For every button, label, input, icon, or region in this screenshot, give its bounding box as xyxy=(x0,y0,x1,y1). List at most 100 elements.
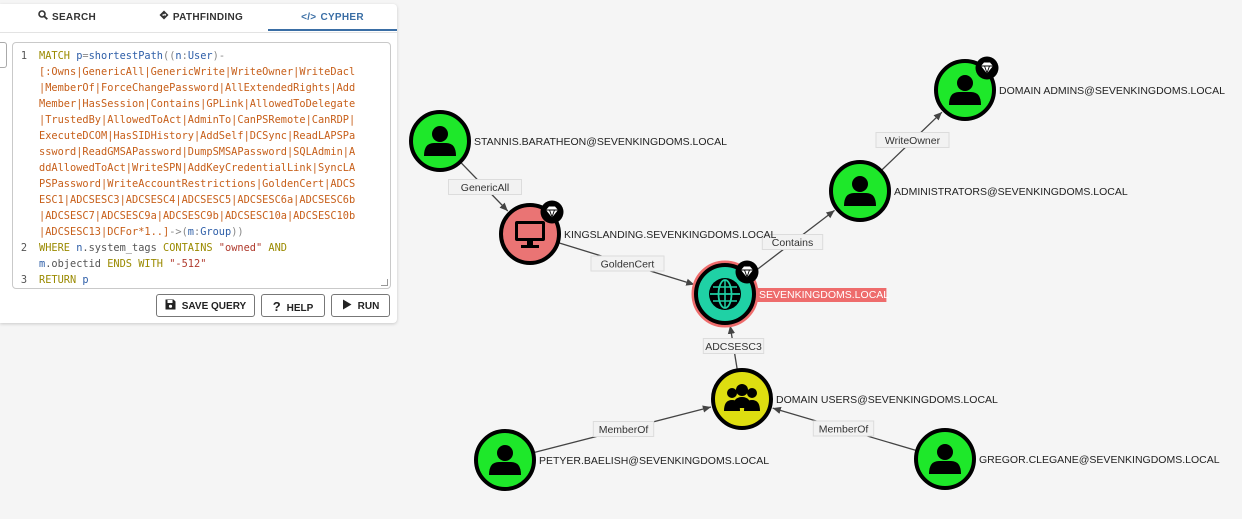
code-token: ExecuteDCOM|HasSIDHistory|AddSelf|DCSync… xyxy=(39,130,356,142)
code-token: n xyxy=(175,50,182,62)
code-token: |MemberOf|ForceChangePassword|AllExtende… xyxy=(39,82,356,94)
code-token: ENDS WITH xyxy=(107,258,170,270)
cypher-query-editor[interactable]: 1 2 3 MATCH p=shortestPath((n:User)-[:Ow… xyxy=(12,42,391,289)
edge-label-bg xyxy=(592,421,655,437)
monitor-icon xyxy=(515,221,545,248)
line-number: 3 xyxy=(20,274,28,286)
tab-cypher[interactable]: </>CYPHER xyxy=(268,4,397,31)
node-domainusers[interactable]: DOMAIN USERS@SEVENKINGDOMS.LOCAL xyxy=(711,368,998,430)
code-token: = xyxy=(82,50,89,62)
user-icon xyxy=(929,444,961,474)
node-gregor[interactable]: GREGOR.CLEGANE@SEVENKINGDOMS.LOCAL xyxy=(914,428,1220,490)
node-label: SEVENKINGDOMS.LOCAL xyxy=(759,289,889,301)
code-token: AND xyxy=(268,242,288,254)
panel-collapse-handle[interactable] xyxy=(0,42,7,68)
group-icon xyxy=(724,384,760,411)
code-token: n xyxy=(76,242,83,254)
search-icon xyxy=(38,4,48,31)
save-query-button[interactable]: SAVE QUERY xyxy=(156,294,255,317)
tab-search[interactable]: SEARCH xyxy=(0,4,134,31)
code-token: shortestPath xyxy=(88,50,164,62)
tab-pathfinding[interactable]: PATHFINDING xyxy=(134,4,268,31)
code-token: CONTAINS xyxy=(163,242,219,254)
edge-label: GoldenCert xyxy=(601,259,655,271)
edge-label-bg xyxy=(812,420,875,437)
code-token: .objectid xyxy=(45,258,108,270)
edge-label-bg xyxy=(590,255,665,272)
edge-adcsesc3[interactable]: ADCSESC3 xyxy=(702,325,765,371)
edge-label-bg xyxy=(761,234,824,250)
edge-writeowner[interactable]: WriteOwner xyxy=(875,111,950,172)
code-token: RETURN xyxy=(39,274,83,286)
code-line: |MemberOf|ForceChangePassword|AllExtende… xyxy=(39,80,389,96)
edge-label-bg xyxy=(702,338,765,354)
run-label: RUN xyxy=(357,301,380,312)
help-button[interactable]: ?HELP xyxy=(261,294,325,317)
code-token: Member|HasSession|Contains|GPLink|Allowe… xyxy=(39,98,356,110)
save-query-label: SAVE QUERY xyxy=(181,301,247,312)
code-line: ssword|ReadGMSAPassword|DumpSMSAPassword… xyxy=(39,144,389,160)
edge-contains[interactable]: Contains xyxy=(747,209,835,277)
gem-icon xyxy=(540,200,564,224)
code-line: ExecuteDCOM|HasSIDHistory|AddSelf|DCSync… xyxy=(39,128,389,144)
question-icon: ? xyxy=(272,299,281,314)
gem-icon xyxy=(735,260,759,284)
edge-memberof[interactable]: MemberOf xyxy=(772,406,918,452)
code-line: |ADCSESC7|ADCSESC9a|ADCSESC9b|ADCSESC10a… xyxy=(39,208,389,224)
code-token: "-512" xyxy=(169,258,207,270)
code-token: |ADCSESC13|DCFor*1..] xyxy=(39,226,170,238)
diamond-route-icon xyxy=(159,4,169,31)
edge-label-bg xyxy=(448,179,522,195)
code-token: (( xyxy=(163,50,176,62)
code-token: Group xyxy=(200,226,232,238)
node-label: DOMAIN ADMINS@SEVENKINGDOMS.LOCAL xyxy=(999,85,1225,97)
line-number: 1 xyxy=(20,50,28,62)
resize-handle[interactable] xyxy=(381,279,388,286)
code-line: [:Owns|GenericAll|GenericWrite|WriteOwne… xyxy=(39,64,389,80)
node-label-highlight xyxy=(757,288,887,302)
code-line: m.objectid ENDS WITH "-512" xyxy=(39,256,389,272)
code-token: WHERE xyxy=(39,242,77,254)
node-stannis[interactable]: STANNIS.BARATHEON@SEVENKINGDOMS.LOCAL xyxy=(409,110,727,172)
query-code[interactable]: MATCH p=shortestPath((n:User)-[:Owns|Gen… xyxy=(39,48,389,288)
floppy-disk-icon xyxy=(165,295,176,318)
user-icon xyxy=(489,445,521,475)
node-admins[interactable]: ADMINISTRATORS@SEVENKINGDOMS.LOCAL xyxy=(829,160,1128,222)
code-token: ddAllowedToAct|WriteSPN|AddKeyCredential… xyxy=(39,162,356,174)
code-token: : xyxy=(181,50,188,62)
node-label: STANNIS.BARATHEON@SEVENKINGDOMS.LOCAL xyxy=(474,136,727,148)
line-number: 2 xyxy=(20,242,28,254)
code-token: MATCH xyxy=(39,50,77,62)
tab-cypher-label: CYPHER xyxy=(320,12,364,23)
node-kingslanding[interactable]: KINGSLANDING.SEVENKINGDOMS.LOCAL xyxy=(499,200,777,265)
edge-memberof[interactable]: MemberOf xyxy=(532,405,712,454)
node-domainadmins[interactable]: DOMAIN ADMINS@SEVENKINGDOMS.LOCAL xyxy=(934,56,1225,121)
edge-label: ADCSESC3 xyxy=(705,341,762,353)
tab-pathfinding-label: PATHFINDING xyxy=(172,12,244,23)
code-token: User xyxy=(187,50,213,62)
code-token: |ADCSESC7|ADCSESC9a|ADCSESC9b|ADCSESC10a… xyxy=(39,210,356,222)
edge-goldencert[interactable]: GoldenCert xyxy=(557,241,695,286)
code-token: : xyxy=(194,226,201,238)
node-petyer[interactable]: PETYER.BAELISH@SEVENKINGDOMS.LOCAL xyxy=(474,429,769,491)
code-icon: </> xyxy=(301,12,317,23)
tab-bar: SEARCH PATHFINDING </>CYPHER xyxy=(0,4,397,33)
node-label: DOMAIN USERS@SEVENKINGDOMS.LOCAL xyxy=(776,394,998,406)
code-token: )- xyxy=(212,50,226,62)
edge-genericall[interactable]: GenericAll xyxy=(448,161,522,212)
code-token: m xyxy=(187,226,194,238)
user-icon xyxy=(844,176,876,206)
code-token: .system_tags xyxy=(82,242,163,254)
node-label: ADMINISTRATORS@SEVENKINGDOMS.LOCAL xyxy=(894,186,1128,198)
run-button[interactable]: RUN xyxy=(331,294,390,317)
code-token: [:Owns|GenericAll|GenericWrite|WriteOwne… xyxy=(39,66,356,78)
code-line: PSPassword|WriteAccountRestrictions|Gold… xyxy=(39,176,389,192)
gem-icon xyxy=(975,56,999,80)
user-icon xyxy=(424,126,456,156)
node-domain[interactable]: SEVENKINGDOMS.LOCAL xyxy=(691,260,889,328)
code-token: m xyxy=(39,258,46,270)
code-token: p xyxy=(76,50,83,62)
edge-label: MemberOf xyxy=(819,424,869,436)
node-label: GREGOR.CLEGANE@SEVENKINGDOMS.LOCAL xyxy=(979,454,1220,466)
